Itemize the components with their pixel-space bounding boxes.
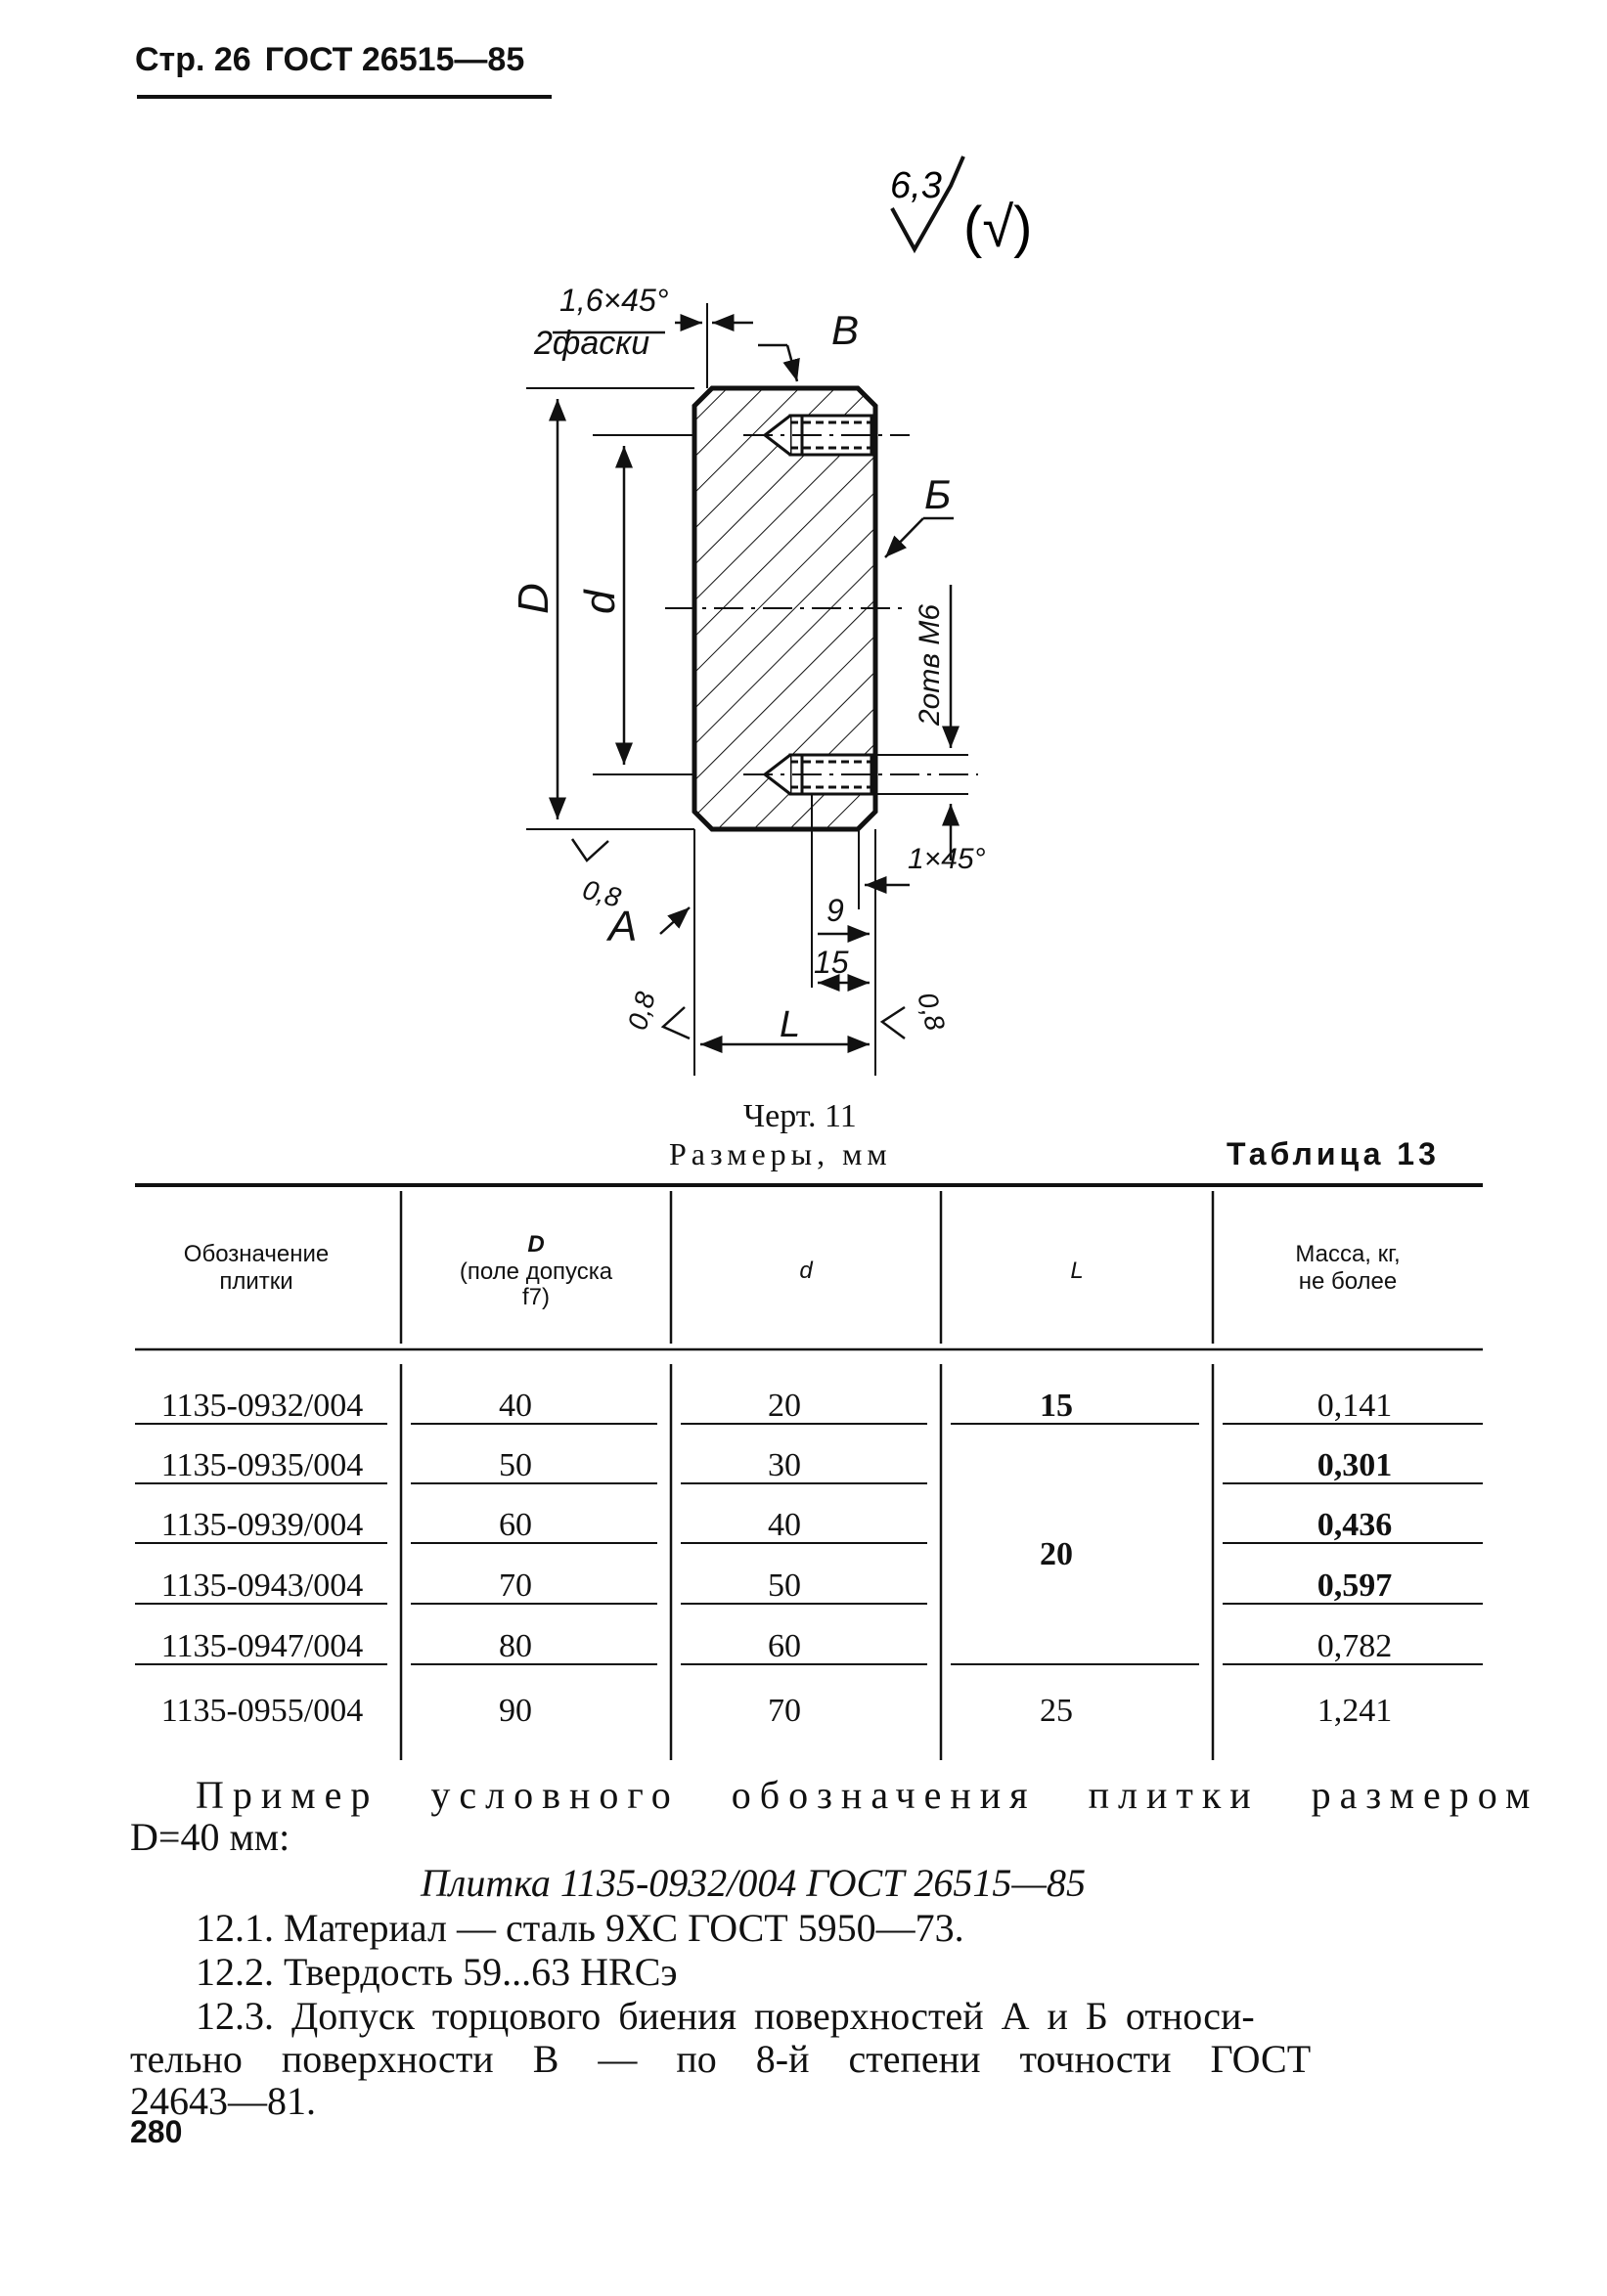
- example-designation: Плитка 1135-0932/004 ГОСТ 26515—85: [421, 1861, 1086, 1905]
- dim-9-label: 9: [826, 893, 844, 928]
- cell-designation: 1135-0939/004: [161, 1507, 364, 1543]
- table-row-rules: [135, 1423, 1483, 1665]
- header-rule: [137, 95, 552, 99]
- dim-d-label: d: [576, 589, 624, 614]
- dim-L-label: L: [780, 1004, 800, 1045]
- surface-A-label: А: [605, 903, 637, 950]
- chamfer-bottom-label: 1×45°: [908, 843, 986, 875]
- cell-d: 70: [768, 1693, 801, 1729]
- cell-mass: 0,301: [1317, 1447, 1393, 1483]
- cell-L: 15: [1040, 1388, 1073, 1424]
- cell-designation: 1135-0943/004: [161, 1567, 364, 1604]
- cell-D: 40: [499, 1388, 532, 1424]
- th-D-1: D: [527, 1231, 544, 1258]
- chamfer-count-label: 2фаски: [533, 325, 649, 362]
- dim-D-label: D: [510, 583, 558, 614]
- th-mass-1: Масса, кг,: [1295, 1241, 1400, 1267]
- th-designation-2: плитки: [219, 1268, 292, 1295]
- paragraph-12-3-line1: 12.3. Допуск торцового биения поверхност…: [196, 1994, 1255, 2038]
- figure-caption: Черт. 11: [743, 1098, 857, 1134]
- surface-V-label: В: [831, 307, 859, 353]
- cell-mass: 1,241: [1317, 1693, 1393, 1729]
- table-number: Таблица 13: [1227, 1136, 1440, 1171]
- gost-header: ГОСТ 26515—85: [264, 41, 525, 78]
- cell-designation: 1135-0955/004: [161, 1693, 364, 1729]
- roughness-08-bottom: 0,8: [579, 874, 624, 913]
- paragraph-12-3-line3: 24643—81.: [130, 2079, 316, 2123]
- cell-D: 70: [499, 1567, 532, 1604]
- cell-designation: 1135-0935/004: [161, 1447, 364, 1483]
- roughness-value: 6,3: [890, 165, 942, 206]
- paragraph-12-2: 12.2. Твердость 59...63 HRCэ: [196, 1950, 678, 1994]
- page-header: Стр. 26 ГОСТ 26515—85: [135, 41, 524, 79]
- roughness-bottom-mark: [570, 838, 609, 862]
- paragraph-12-1: 12.1. Материал — сталь 9ХС ГОСТ 5950—73.: [196, 1906, 964, 1950]
- cell-D: 80: [499, 1628, 532, 1664]
- roughness-symbol: [890, 155, 965, 254]
- paragraph-12-3-line2: тельно поверхности В — по 8-й степени то…: [130, 2037, 1312, 2081]
- cell-L-merged: 20: [1040, 1536, 1073, 1572]
- th-designation-1: Обозначение: [184, 1241, 329, 1267]
- roughness-08-right: 0,8: [912, 990, 951, 1035]
- th-D-3: f7): [522, 1284, 550, 1310]
- cell-d: 30: [768, 1447, 801, 1483]
- cell-D: 50: [499, 1447, 532, 1483]
- th-D-2: (поле допуска: [460, 1258, 613, 1285]
- sizes-label: Размеры, мм: [669, 1136, 892, 1171]
- roughness-paren: (√): [963, 196, 1032, 259]
- example-line-1: Пример условного обозначения плитки разм…: [196, 1773, 1540, 1817]
- cell-d: 40: [768, 1507, 801, 1543]
- page-number: 280: [130, 2114, 183, 2149]
- cell-d: 60: [768, 1628, 801, 1664]
- roughness-08-left: 0,8: [622, 989, 661, 1034]
- th-mass-2: не более: [1299, 1268, 1398, 1295]
- cell-designation: 1135-0932/004: [161, 1388, 364, 1424]
- holes-label: 2отв М6: [914, 604, 946, 727]
- cell-d: 50: [768, 1567, 801, 1604]
- cell-mass: 0,436: [1317, 1507, 1393, 1543]
- surface-B-label: Б: [924, 471, 951, 517]
- chamfer-top-label: 1,6×45°: [559, 283, 669, 318]
- roughness-right-mark: [879, 1005, 906, 1040]
- roughness-left-mark: [660, 1006, 691, 1040]
- th-d: d: [799, 1258, 813, 1284]
- cell-mass: 0,597: [1317, 1567, 1393, 1604]
- center-lines: [665, 434, 978, 775]
- cell-D: 60: [499, 1507, 532, 1543]
- page-number-header: Стр. 26: [135, 41, 251, 78]
- cell-mass: 0,782: [1317, 1628, 1393, 1664]
- cell-designation: 1135-0947/004: [161, 1628, 364, 1664]
- dim-15-label: 15: [814, 945, 849, 980]
- cell-L: 25: [1040, 1693, 1073, 1729]
- example-line-2: D=40 мм:: [130, 1815, 290, 1859]
- cell-d: 20: [768, 1388, 801, 1424]
- cell-mass: 0,141: [1317, 1388, 1393, 1424]
- cell-D: 90: [499, 1693, 532, 1729]
- th-L: L: [1070, 1258, 1083, 1284]
